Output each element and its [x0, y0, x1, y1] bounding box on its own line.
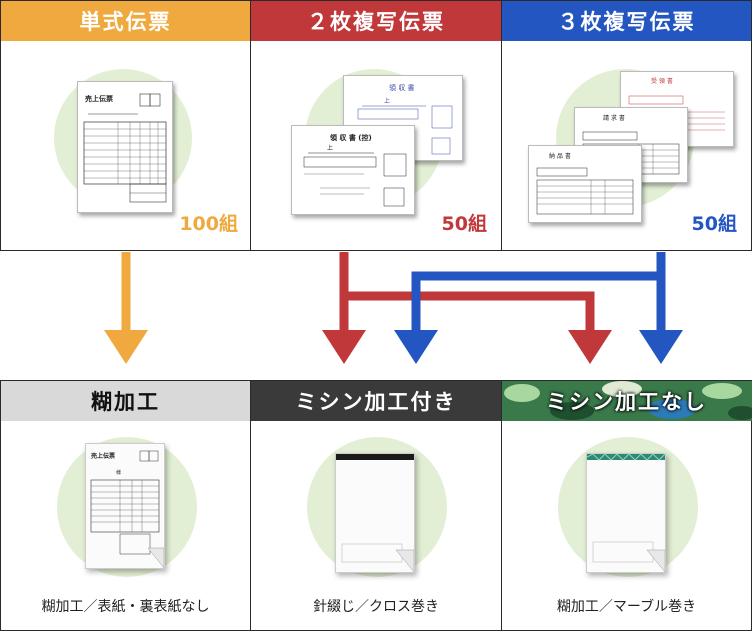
- single-slip-count: 100組: [179, 213, 238, 235]
- two-copy-slip-box: ２枚複写伝票 領 収 書 上 領 収 書 (控) 上 50組: [250, 0, 502, 251]
- perforated-header: ミシン加工付き: [251, 381, 501, 421]
- stapled-cross-pad: [335, 453, 415, 573]
- single-slip-header: 単式伝票: [1, 1, 250, 41]
- marble-pad: [586, 453, 666, 573]
- receipt-form-front-title: 領 収 書 (控): [329, 133, 372, 142]
- receipt-confirm-title: 受 領 書: [651, 77, 673, 85]
- glue-binding-header: 糊加工: [1, 381, 250, 421]
- three-copy-slip-box: ３枚複写伝票 受 領 書 請 求 書 納 品 書: [501, 0, 752, 251]
- receipt-form-back-title: 領 収 書: [389, 83, 414, 92]
- perforated-box: ミシン加工付き 針綴じ／クロス巻き: [250, 380, 502, 631]
- two-copy-slip-title: ２枚複写伝票: [307, 10, 445, 34]
- single-slip-box: 単式伝票 売上伝票 100組: [0, 0, 251, 251]
- perforated-caption: 針綴じ／クロス巻き: [313, 599, 439, 615]
- glued-slip-pad: 売上伝票 様: [85, 443, 165, 569]
- glue-binding-caption: 糊加工／表紙・裏表紙なし: [41, 599, 210, 615]
- two-copy-slip-header: ２枚複写伝票: [251, 1, 501, 41]
- two-copy-slip-count: 50組: [441, 213, 487, 235]
- single-slip-form: 売上伝票: [77, 81, 173, 213]
- receipt-form-front: 領 収 書 (控) 上: [291, 125, 415, 215]
- invoice-form-title: 請 求 書: [603, 114, 625, 122]
- three-copy-slip-title: ３枚複写伝票: [557, 10, 696, 34]
- blue-arrows: [394, 252, 683, 364]
- glue-binding-box: 糊加工 売上伝票 様 糊加工／表紙・裏表紙なし: [0, 380, 251, 631]
- three-copy-slip-header: ３枚複写伝票: [502, 1, 751, 41]
- delivery-form-title: 納 品 書: [549, 152, 571, 160]
- delivery-form: 納 品 書: [528, 145, 642, 223]
- perforated-title: ミシン加工付き: [295, 390, 457, 414]
- three-copy-slip-count: 50組: [691, 213, 737, 235]
- glued-slip-pad-sama: 様: [116, 469, 121, 476]
- glue-binding-title: 糊加工: [91, 390, 160, 414]
- no-perforation-header: ミシン加工なし: [502, 381, 752, 421]
- glued-slip-pad-title: 売上伝票: [90, 452, 115, 460]
- camo-pattern: [502, 381, 752, 421]
- single-slip-form-title: 売上伝票: [85, 94, 113, 103]
- orange-arrow: [104, 252, 148, 364]
- red-arrows: [322, 252, 612, 364]
- no-perforation-box: ミシン加工なし 糊加工／マーブル巻き: [501, 380, 752, 631]
- single-slip-form-lines: 売上伝票: [83, 93, 167, 203]
- no-perforation-caption: 糊加工／マーブル巻き: [556, 599, 697, 615]
- receipt-form-front-ue: 上: [327, 144, 333, 152]
- no-perforation-title: ミシン加工なし: [546, 390, 707, 414]
- receipt-form-back-ue: 上: [384, 97, 390, 105]
- single-slip-title: 単式伝票: [79, 10, 172, 34]
